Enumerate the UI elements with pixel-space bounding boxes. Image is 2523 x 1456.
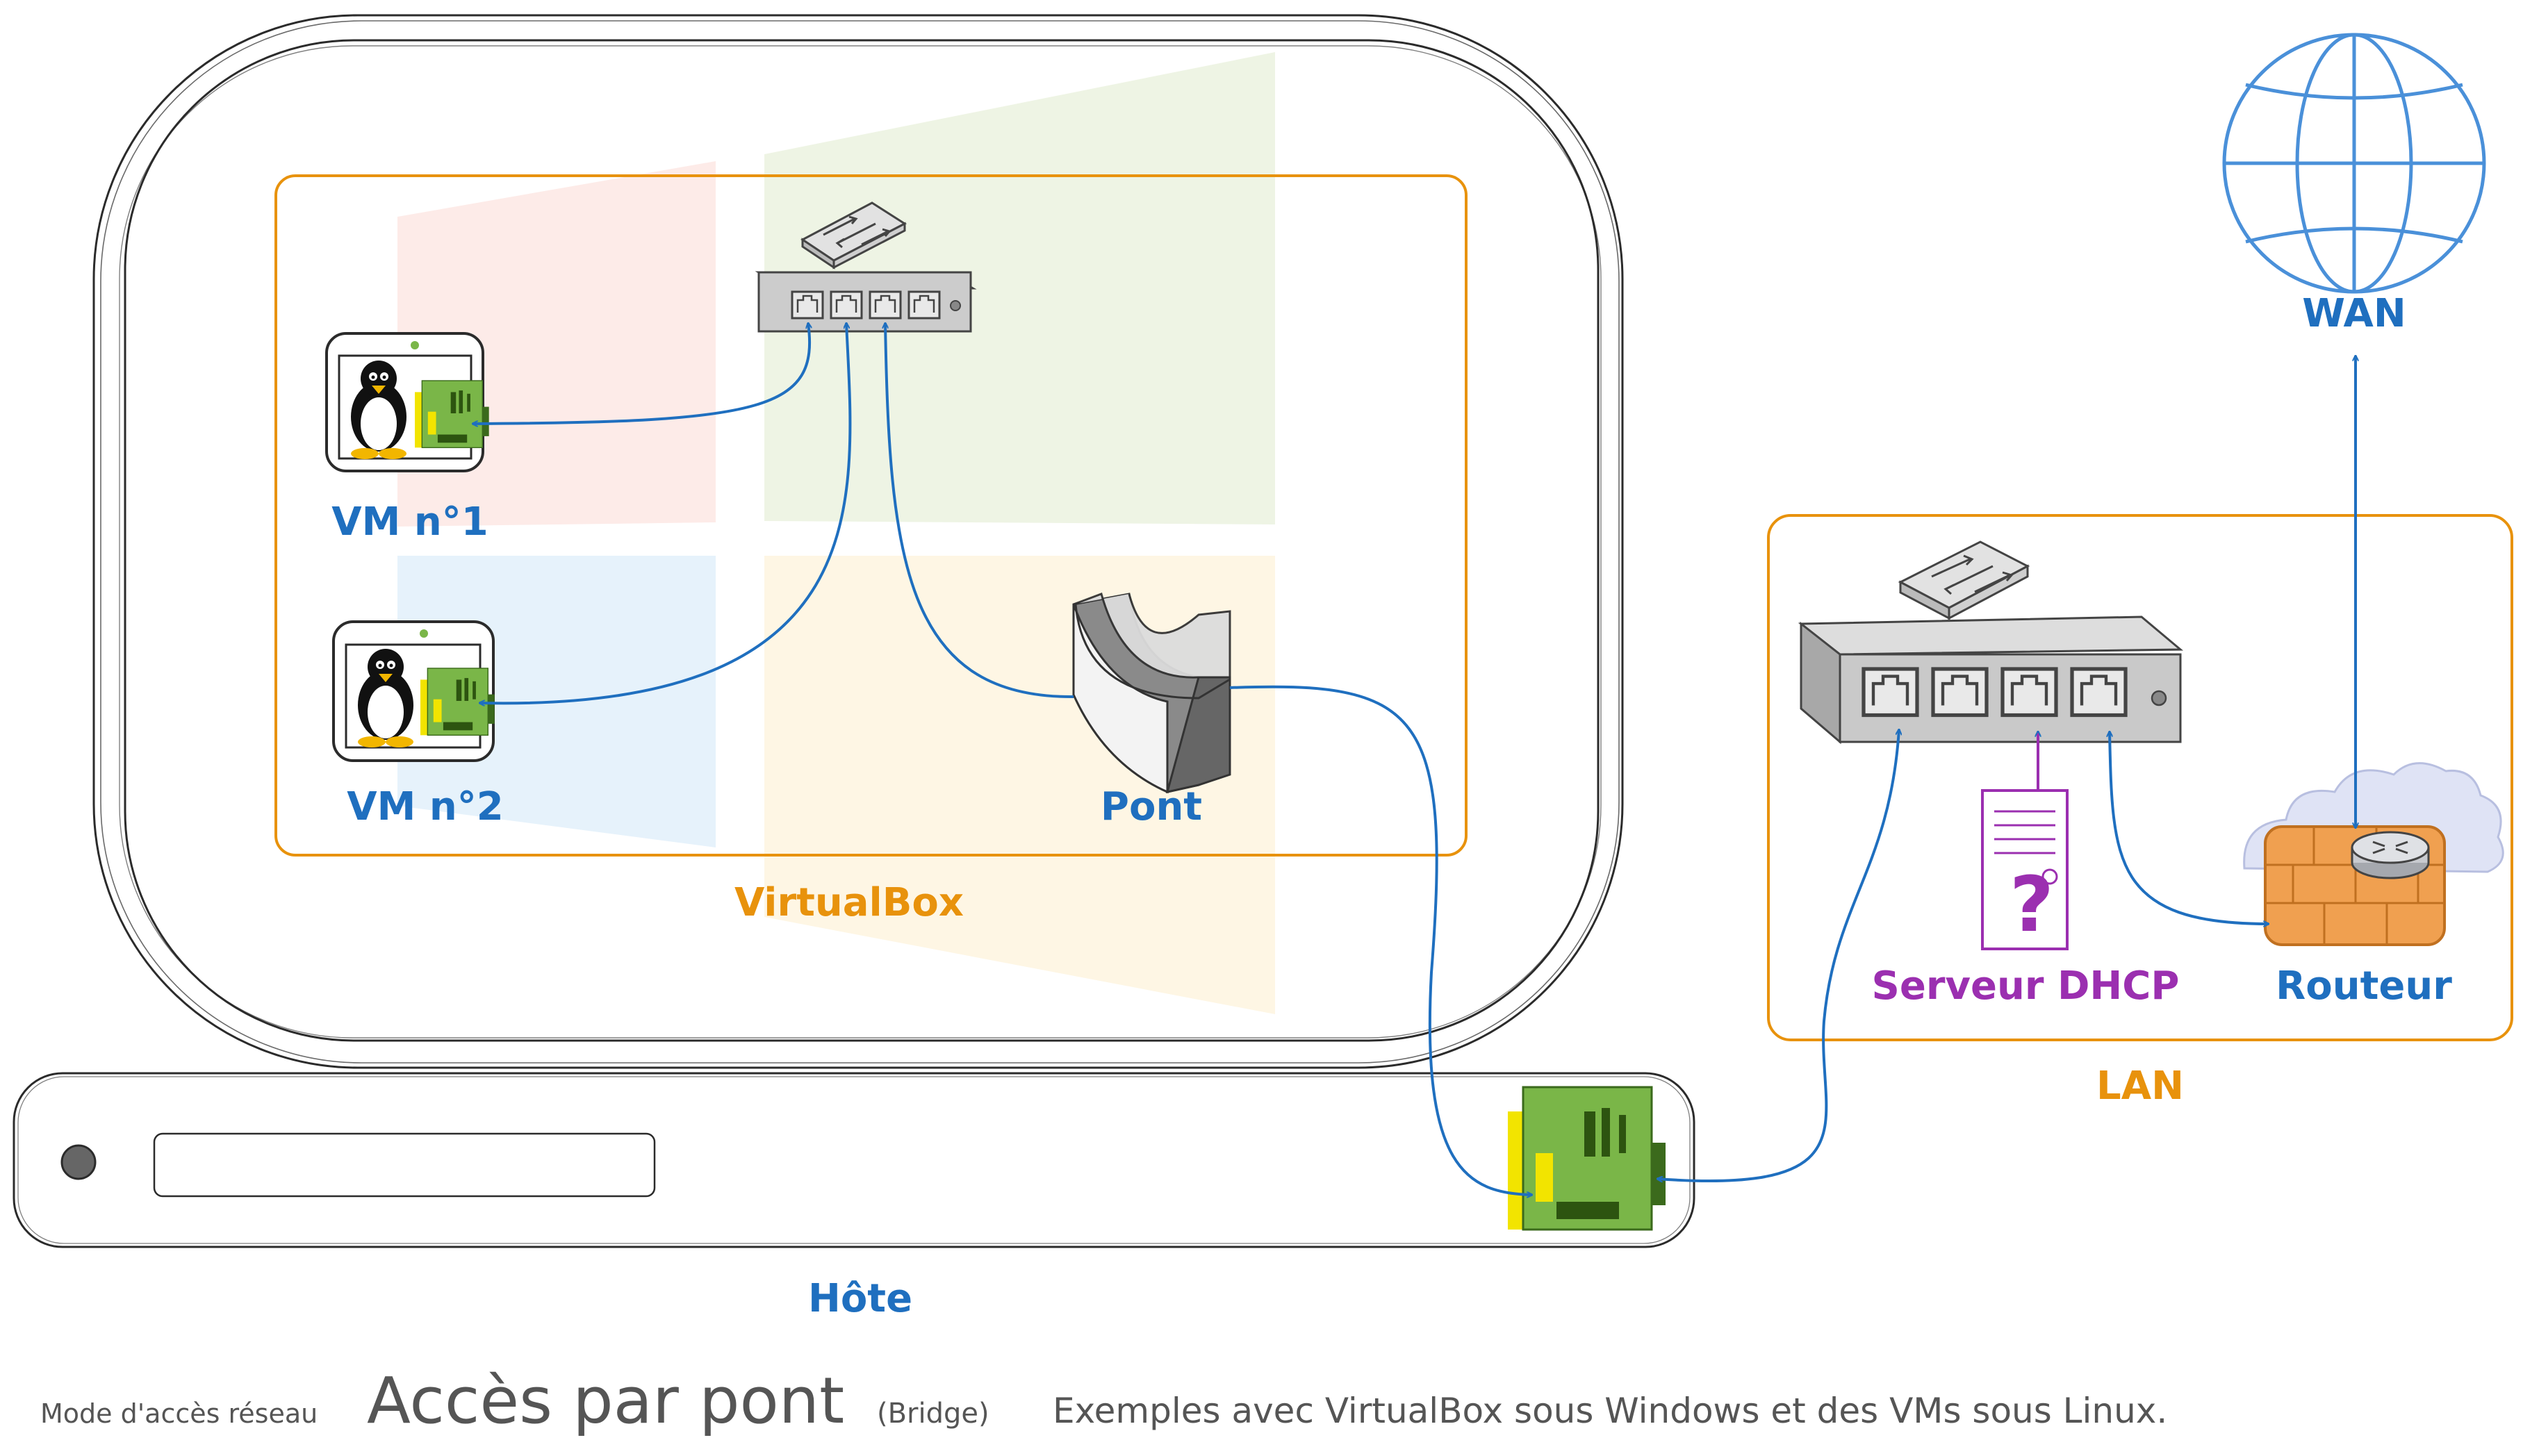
lan-label: LAN bbox=[2096, 1064, 2184, 1109]
host-base bbox=[13, 1072, 1695, 1248]
virtualbox-label: VirtualBox bbox=[734, 880, 964, 925]
globe-icon bbox=[2222, 33, 2486, 294]
dhcp-label: Serveur DHCP bbox=[1872, 963, 2180, 1009]
connection-switch-router bbox=[2110, 731, 2269, 924]
connection-switch-vm2 bbox=[479, 323, 852, 703]
host-network-card-icon bbox=[1506, 1086, 1667, 1231]
caption-paren: (Bridge) bbox=[877, 1398, 989, 1430]
router-label: Routeur bbox=[2276, 963, 2452, 1009]
bridge-icon bbox=[1072, 593, 1231, 794]
host-label: Hôte bbox=[808, 1276, 912, 1321]
wan-label: WAN bbox=[2302, 291, 2406, 336]
virtualbox-zone bbox=[274, 174, 1468, 857]
vm1-icon bbox=[325, 332, 490, 472]
router-firewall-icon bbox=[2243, 762, 2504, 946]
vm1-label: VM n°1 bbox=[331, 499, 488, 545]
lan-switch-icon bbox=[1798, 540, 2184, 745]
host-screen-frame bbox=[92, 14, 1624, 1069]
vm2-label: VM n°2 bbox=[347, 784, 503, 829]
virtual-switch-icon bbox=[755, 201, 977, 333]
svg-text:?: ? bbox=[2010, 860, 2054, 949]
connection-switch-bridge bbox=[885, 323, 1074, 699]
caption-description: Exemples avec VirtualBox sous Windows et… bbox=[1053, 1391, 2167, 1431]
bridge-label: Pont bbox=[1101, 784, 1202, 829]
drive-slot bbox=[153, 1132, 656, 1198]
caption-prefix: Mode d'accès réseau bbox=[40, 1398, 318, 1429]
connection-bridge-nic bbox=[1229, 685, 1532, 1195]
power-button-icon bbox=[60, 1144, 97, 1180]
connection-nic-lan-switch bbox=[1657, 729, 1899, 1181]
caption-title: Accès par pont bbox=[367, 1364, 844, 1438]
dhcp-server-icon: ? bbox=[1981, 789, 2069, 950]
vm2-icon bbox=[332, 620, 495, 762]
